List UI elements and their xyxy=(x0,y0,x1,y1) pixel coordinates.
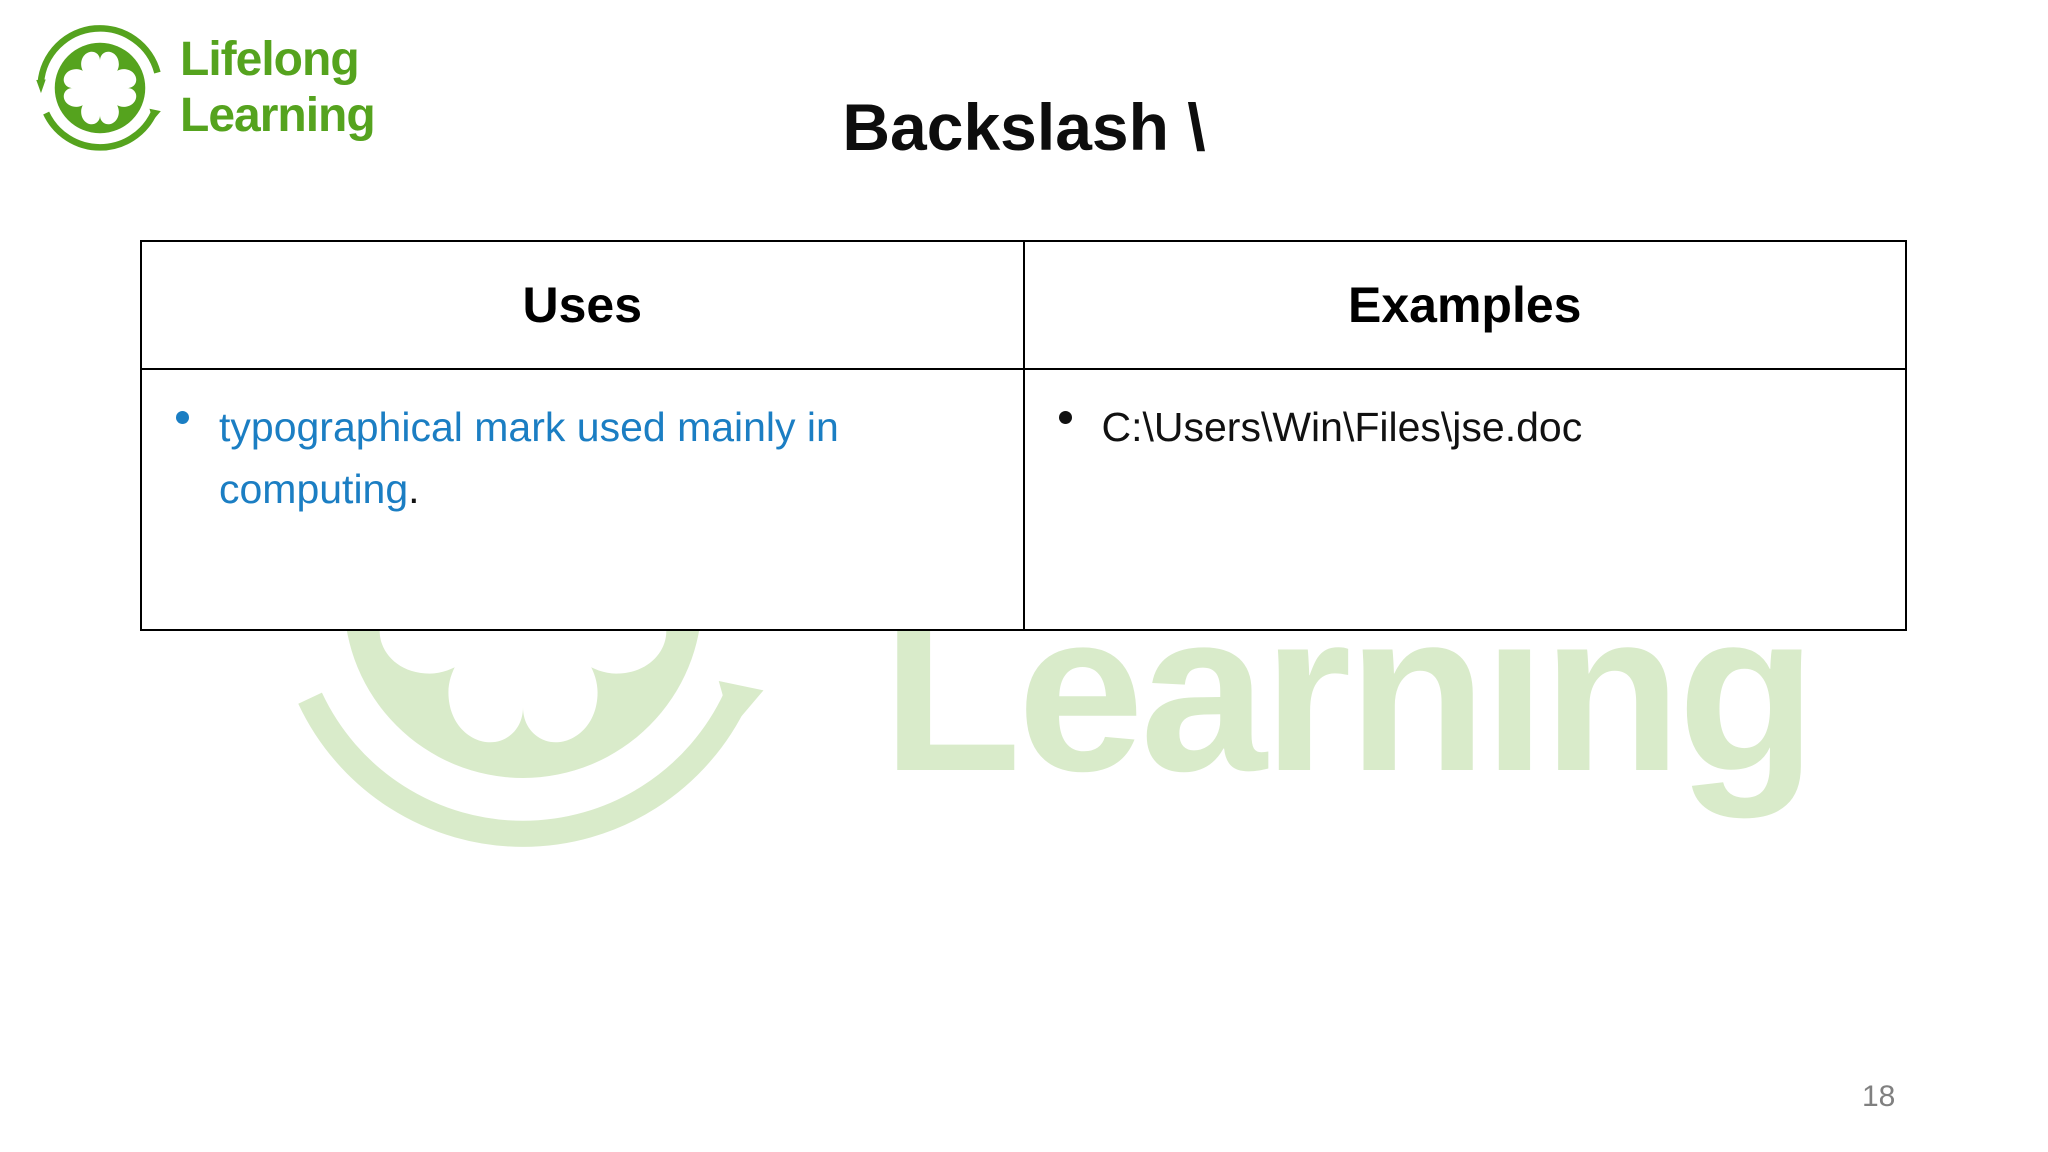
uses-item-period: . xyxy=(408,466,420,513)
logo-line1: Lifelong xyxy=(180,33,360,87)
table-header-examples: Examples xyxy=(1022,240,1907,370)
lifelong-learning-logo-icon xyxy=(36,25,161,151)
example-item-text: C:\Users\Win\Files\jse.doc xyxy=(1101,404,1583,450)
examples-cell: C:\Users\Win\Files\jse.doc xyxy=(1022,368,1907,631)
logo-wordmark: Lifelong Learning xyxy=(180,32,376,143)
uses-item-text: typographical mark used mainly in comput… xyxy=(219,404,839,513)
uses-examples-table: Uses Examples typographical mark used ma… xyxy=(140,240,1907,631)
bullet-icon xyxy=(1058,411,1072,424)
lifelong-learning-logo: Lifelong Learning xyxy=(34,22,376,154)
table-row: typographical mark used mainly in comput… xyxy=(140,368,1907,631)
logo-line2: Learning xyxy=(180,89,376,142)
table-header-uses: Uses xyxy=(140,240,1025,370)
uses-item: typographical mark used mainly in comput… xyxy=(219,396,1003,521)
slide-title: Backslash \ xyxy=(842,90,1206,164)
table-header-row: Uses Examples xyxy=(140,240,1907,370)
page-number: 18 xyxy=(1862,1080,1896,1113)
uses-cell: typographical mark used mainly in comput… xyxy=(140,368,1025,631)
bullet-icon xyxy=(176,411,189,424)
